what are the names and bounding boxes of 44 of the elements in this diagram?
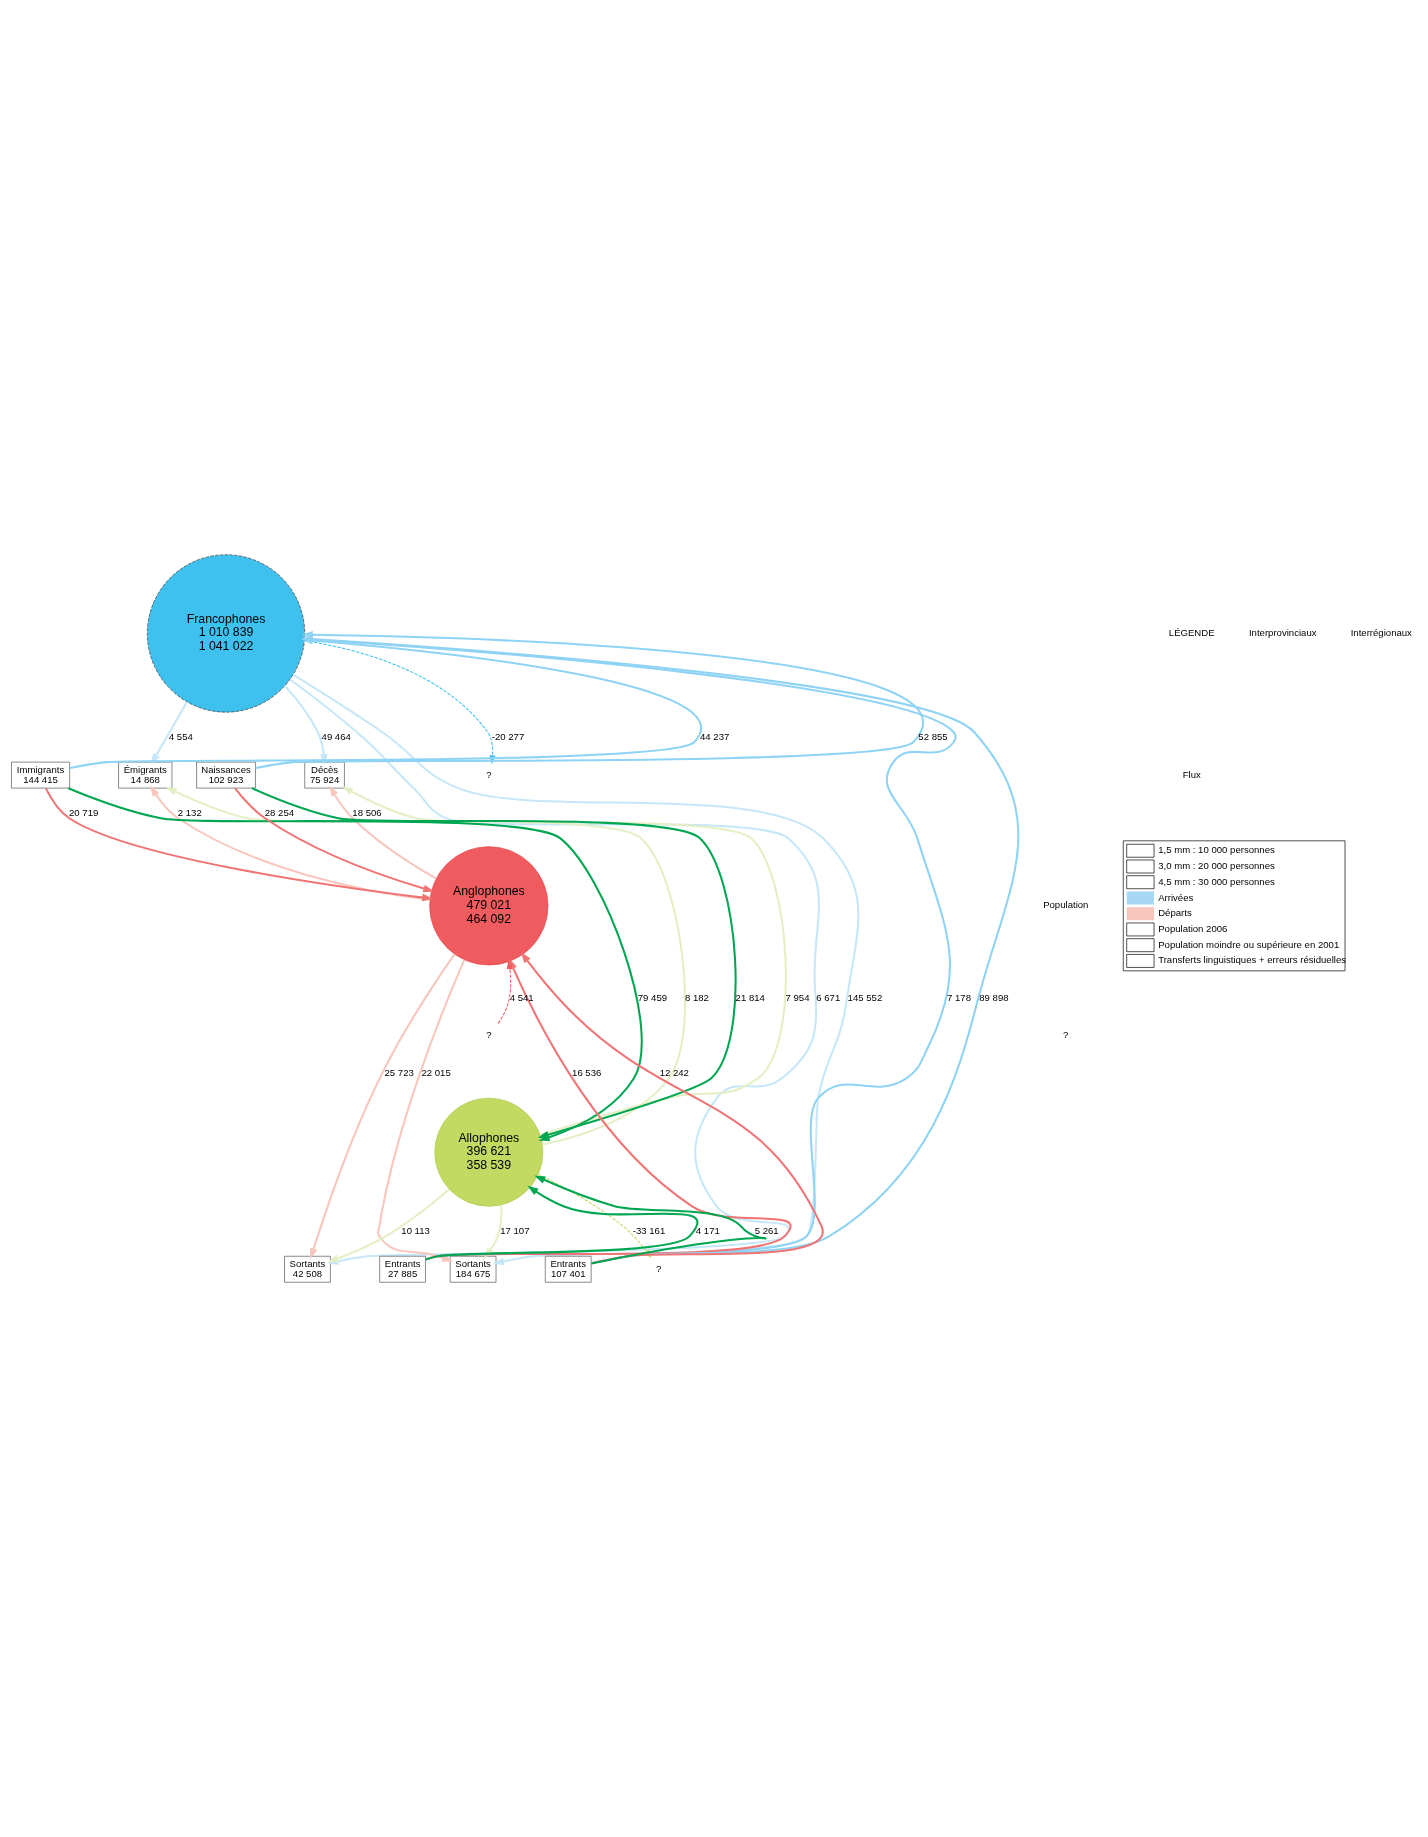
edge-label: 17 107 <box>500 1224 530 1236</box>
edge-label: -20 277 <box>491 730 525 742</box>
legend-label: Transferts linguistiques + erreurs résiduelles <box>1158 954 1347 966</box>
legend-label: 3,0 mm : 20 000 personnes <box>1158 860 1275 872</box>
edge-label: 10 113 <box>401 1224 430 1236</box>
edge-label: 28 254 <box>264 806 295 818</box>
label: Interrégionaux <box>1350 626 1412 638</box>
legend-label: Arrivées <box>1158 891 1194 903</box>
edge-label: 22 015 <box>421 1066 451 1078</box>
label: ? <box>1063 1029 1069 1041</box>
edge-label: 79 459 <box>637 992 668 1004</box>
edge-label: 20 719 <box>69 806 99 818</box>
legend-label: Population 2006 <box>1158 922 1228 934</box>
label: Population <box>1043 899 1089 911</box>
edge-label: 21 814 <box>735 992 765 1004</box>
edge-label: 52 855 <box>918 730 948 742</box>
node-text: ? <box>655 1262 662 1274</box>
label: Flux <box>1182 768 1201 780</box>
label: Interprovinciaux <box>1248 626 1317 638</box>
edge-label: 4 171 <box>695 1224 720 1236</box>
edge-label: 44 237 <box>700 730 730 742</box>
edge-label: 49 464 <box>321 730 351 742</box>
edge-label: 7 954 <box>785 992 810 1004</box>
edge-label: 12 242 <box>659 1066 689 1078</box>
edge-label: 4 554 <box>168 730 193 742</box>
node-text: ? <box>486 1029 492 1041</box>
legend-label: 1,5 mm : 10 000 personnes <box>1158 844 1275 856</box>
edge-label: 4 541 <box>509 992 534 1004</box>
edge-label: 145 552 <box>847 992 883 1004</box>
edge-label: 7 178 <box>947 992 971 1004</box>
edge-label: 89 898 <box>979 992 1009 1004</box>
legend-label: Départs <box>1158 907 1192 919</box>
edge-label: 8 182 <box>684 992 709 1004</box>
edge-label: 16 536 <box>572 1066 602 1078</box>
edge-label: 6 671 <box>816 992 841 1004</box>
node-text: ? <box>486 768 492 780</box>
legend-label: Population moindre ou supérieure en 2001 <box>1158 938 1340 950</box>
label: LÉGENDE <box>1168 626 1215 638</box>
edge-label: 5 261 <box>754 1224 779 1236</box>
edge-label: 18 506 <box>352 806 382 818</box>
legend-label: 4,5 mm : 30 000 personnes <box>1158 875 1275 887</box>
edge-label: 25 723 <box>384 1066 414 1078</box>
edge-label: 2 132 <box>177 806 202 818</box>
edge-label: -33 161 <box>632 1224 666 1236</box>
